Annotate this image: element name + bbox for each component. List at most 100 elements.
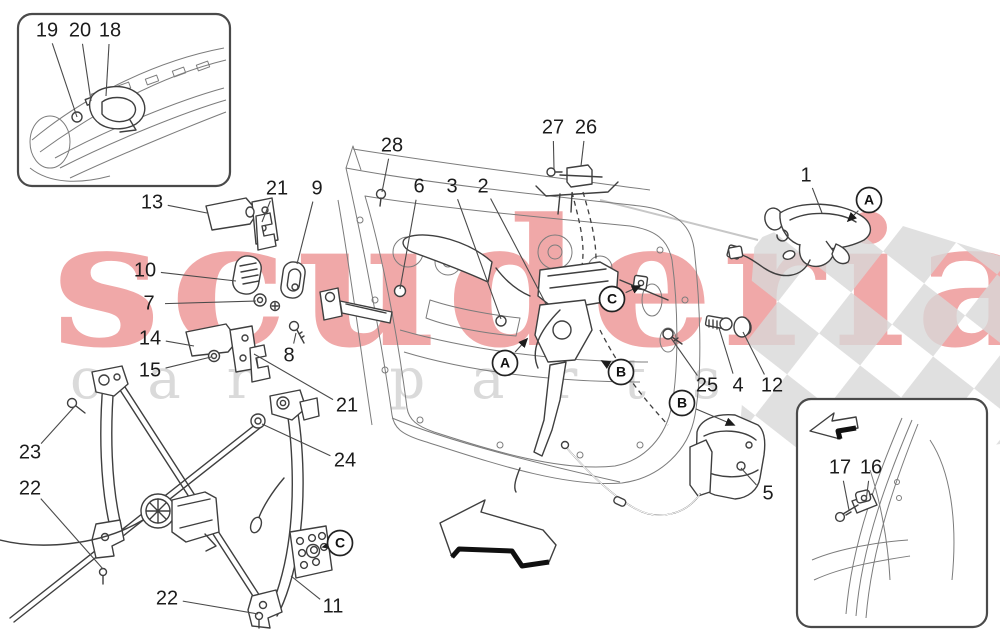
callout-5: 5 — [762, 482, 773, 504]
cable-bracket-group — [535, 164, 619, 215]
callout-9: 9 — [311, 177, 322, 199]
callout-14: 14 — [139, 327, 161, 349]
callout-10: 10 — [134, 259, 156, 281]
callout-8: 8 — [283, 344, 294, 366]
badge-letter-C: C — [607, 291, 617, 307]
badge-arrow-A — [514, 337, 529, 353]
leader-line-1 — [811, 187, 823, 214]
leader-line-11 — [290, 575, 321, 600]
badge-letter-B: B — [616, 364, 626, 380]
lock-actuator — [560, 413, 766, 516]
callout-28: 28 — [381, 134, 403, 156]
badge-circle-B — [668, 389, 696, 417]
callout-25: 25 — [696, 374, 718, 396]
leader-line-7 — [164, 300, 257, 305]
leader-line-26 — [580, 140, 585, 167]
callout-24: 24 — [334, 449, 356, 471]
callout-7: 7 — [143, 292, 154, 314]
callout-4: 4 — [732, 374, 743, 396]
leader-line-22 — [40, 498, 104, 570]
leader-line-18 — [105, 43, 110, 97]
leader-line-3 — [457, 198, 502, 320]
badge-letter-A: A — [864, 192, 874, 208]
callout-13: 13 — [141, 191, 163, 213]
callout-21: 21 — [266, 177, 288, 199]
inset-door-trim-panel — [16, 12, 232, 188]
callout-11: 11 — [323, 595, 344, 617]
callout-3: 3 — [446, 175, 457, 197]
leader-line-9 — [296, 201, 314, 265]
badge-arrow-C — [625, 285, 642, 294]
callout-27: 27 — [542, 116, 564, 138]
leader-line-10 — [160, 271, 237, 282]
fasteners-7 — [253, 293, 281, 312]
callout-23: 23 — [19, 441, 41, 463]
leader-line-4 — [718, 327, 734, 374]
leader-line-2 — [490, 198, 547, 305]
screw-28 — [375, 188, 387, 207]
leader-line-28 — [381, 158, 390, 193]
callout-12: 12 — [761, 374, 783, 396]
leader-line-24 — [261, 423, 331, 457]
leader-line-19 — [51, 43, 78, 118]
callout-22: 22 — [156, 587, 178, 609]
badge-letter-A: A — [500, 355, 510, 371]
badge-arrow-A — [846, 210, 859, 223]
leader-line-6 — [399, 199, 417, 290]
pad-10 — [232, 255, 262, 295]
hinge-lower — [185, 323, 259, 373]
badge-circle-A — [855, 186, 883, 214]
callout-20: 20 — [69, 19, 91, 41]
callout-17: 17 — [829, 456, 851, 478]
grommet-9 — [280, 261, 306, 299]
badge-arrow-C — [321, 540, 333, 550]
leader-line-22 — [182, 600, 259, 615]
callout-6: 6 — [413, 175, 424, 197]
window-regulator-rear — [247, 389, 333, 629]
callout-18: 18 — [99, 19, 121, 41]
leader-line-14 — [165, 340, 195, 347]
callout-22: 22 — [19, 477, 41, 499]
door-inner-panel — [337, 145, 701, 485]
direction-arrow-inset — [809, 412, 859, 440]
direction-arrow-main — [439, 499, 557, 569]
badge-letter-C: C — [335, 535, 345, 551]
callout-26: 26 — [575, 116, 597, 138]
leader-line-20 — [81, 43, 92, 102]
screw-8 — [288, 320, 305, 344]
leader-line-8 — [293, 332, 297, 344]
badge-circle-A — [491, 349, 519, 377]
bracket-21-lower — [249, 344, 271, 383]
leader-line-21 — [253, 353, 334, 401]
callout-1: 1 — [800, 164, 811, 186]
badge-letter-B: B — [677, 395, 687, 411]
leader-line-15 — [165, 356, 212, 369]
badge-circle-B — [607, 358, 635, 386]
leader-line-23 — [40, 405, 76, 444]
callout-21: 21 — [336, 394, 358, 416]
callout-16: 16 — [860, 456, 882, 478]
leader-line-5 — [740, 467, 757, 486]
leader-line-25 — [670, 337, 698, 376]
callout-19: 19 — [36, 19, 58, 41]
fasteners-right — [662, 244, 752, 345]
leader-line-27 — [552, 140, 555, 170]
callout-15: 15 — [139, 359, 161, 381]
door-latch-assembly — [402, 234, 669, 493]
badge-circle-C — [326, 529, 354, 557]
callout-2: 2 — [477, 175, 488, 197]
badge-circle-C — [598, 285, 626, 313]
badge-arrow-B — [695, 408, 736, 426]
door-check — [319, 287, 393, 324]
window-regulator-front — [0, 365, 268, 623]
leader-line-13 — [167, 204, 208, 214]
leader-line-21 — [261, 200, 271, 223]
leader-line-17 — [842, 480, 850, 511]
leader-line-16 — [865, 480, 870, 502]
bracket-21-upper — [255, 212, 277, 251]
leader-line-12 — [742, 331, 765, 375]
badge-arrow-B — [600, 360, 612, 369]
